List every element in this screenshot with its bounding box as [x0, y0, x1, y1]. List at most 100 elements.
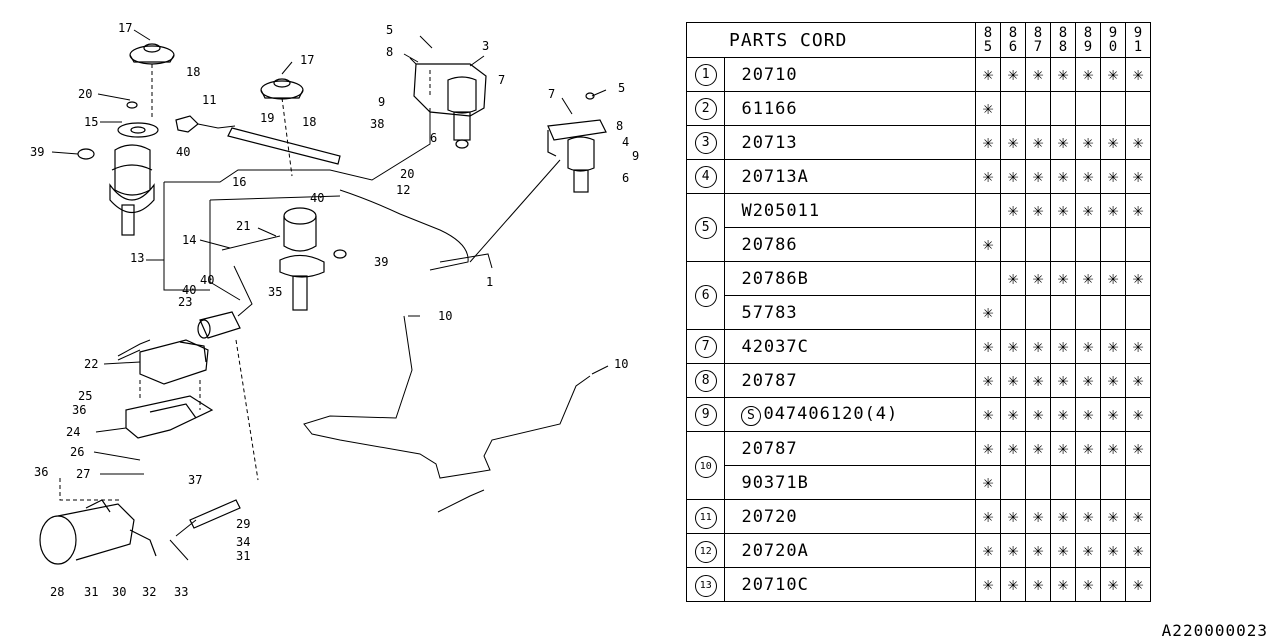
- callout: 27: [76, 467, 90, 481]
- applicability-mark-cell: ✳: [1100, 431, 1126, 466]
- applicability-mark: ✳: [1007, 166, 1019, 187]
- applicability-mark-cell: ✳: [1000, 329, 1026, 364]
- applicability-mark: ✳: [1057, 166, 1069, 187]
- ref-number-cell: 10: [685, 431, 726, 500]
- rear-pipe-10: [303, 315, 591, 513]
- applicability-mark-cell: ✳: [1125, 499, 1151, 534]
- applicability-mark: ✳: [1032, 166, 1044, 187]
- callout: 40: [200, 273, 214, 287]
- applicability-mark-cell: ✳: [1000, 261, 1026, 296]
- applicability-mark-cell: ✳: [1075, 125, 1101, 160]
- applicability-mark: ✳: [1057, 540, 1069, 561]
- applicability-mark: ✳: [982, 438, 994, 459]
- applicability-mark-cell: [1050, 91, 1076, 126]
- applicability-mark-cell: ✳: [1100, 499, 1126, 534]
- applicability-mark: ✳: [982, 574, 994, 595]
- part-code-cell: 20710C: [724, 567, 976, 602]
- applicability-mark-cell: ✳: [1050, 499, 1076, 534]
- applicability-mark-cell: ✳: [1000, 57, 1026, 92]
- callout: 36: [72, 403, 86, 417]
- applicability-mark-cell: [1125, 465, 1151, 500]
- applicability-mark-cell: ✳: [975, 329, 1001, 364]
- applicability-mark: ✳: [982, 506, 994, 527]
- part-code: 20720: [741, 506, 798, 527]
- applicability-mark-cell: ✳: [1100, 261, 1126, 296]
- applicability-mark-cell: ✳: [975, 499, 1001, 534]
- applicability-mark-cell: ✳: [1125, 193, 1151, 228]
- applicability-mark: ✳: [1132, 166, 1144, 187]
- ref-number: 4: [694, 166, 717, 188]
- callout: 9: [632, 149, 639, 163]
- applicability-mark-cell: ✳: [1100, 567, 1126, 602]
- applicability-mark-cell: ✳: [1125, 261, 1151, 296]
- rod-37: [175, 499, 241, 537]
- ref-number: 2: [694, 98, 717, 120]
- reference-code: A220000023: [1161, 621, 1268, 640]
- applicability-mark-cell: ✳: [975, 567, 1001, 602]
- applicability-mark-cell: ✳: [1100, 533, 1126, 568]
- callout: 18: [302, 115, 316, 129]
- applicability-mark-cell: ✳: [975, 227, 1001, 262]
- applicability-mark: ✳: [1082, 404, 1094, 425]
- applicability-mark: ✳: [1007, 506, 1019, 527]
- part-code: 20710C: [741, 574, 809, 595]
- applicability-mark-cell: [1025, 465, 1051, 500]
- applicability-mark: ✳: [1132, 132, 1144, 153]
- applicability-mark-cell: [1050, 295, 1076, 330]
- callout: 20: [400, 167, 414, 181]
- sensor-assembly-4: [547, 92, 607, 193]
- ref-number-cell: 13: [685, 567, 726, 602]
- callout: 17: [300, 53, 314, 67]
- applicability-mark-cell: ✳: [1100, 193, 1126, 228]
- callout: 10: [614, 357, 628, 371]
- applicability-mark: ✳: [1082, 506, 1094, 527]
- applicability-mark: ✳: [1032, 574, 1044, 595]
- parts-diagram: 17 20 18 11 15 39 40 17 19 18 38 5 8 3 7…: [30, 21, 639, 599]
- valve-assembly-22: [117, 339, 209, 385]
- applicability-mark-cell: [1050, 227, 1076, 262]
- ref-number: 13: [694, 574, 717, 597]
- applicability-mark-cell: ✳: [1000, 193, 1026, 228]
- callout: 16: [232, 175, 246, 189]
- ref-number: 7: [694, 336, 717, 358]
- applicability-mark-cell: ✳: [1050, 363, 1076, 398]
- applicability-mark-cell: [1075, 465, 1101, 500]
- callout: 6: [622, 171, 629, 185]
- applicability-mark-cell: ✳: [1075, 363, 1101, 398]
- applicability-mark-cell: [1075, 227, 1101, 262]
- applicability-mark-cell: [1025, 227, 1051, 262]
- callout: 12: [396, 183, 410, 197]
- callout: 28: [50, 585, 64, 599]
- applicability-mark-cell: ✳: [1025, 533, 1051, 568]
- applicability-mark: ✳: [1032, 438, 1044, 459]
- ref-number-cell: 7: [685, 329, 726, 364]
- applicability-mark-cell: ✳: [1125, 533, 1151, 568]
- applicability-mark: ✳: [1132, 404, 1144, 425]
- applicability-mark: ✳: [1107, 336, 1119, 357]
- part-code: 20786: [741, 234, 798, 255]
- applicability-mark: ✳: [1082, 132, 1094, 153]
- applicability-mark-cell: ✳: [1075, 397, 1101, 432]
- applicability-mark-cell: ✳: [975, 125, 1001, 160]
- applicability-mark: ✳: [982, 370, 994, 391]
- callout: 20: [78, 87, 92, 101]
- applicability-mark: ✳: [1057, 268, 1069, 289]
- callout: 33: [174, 585, 188, 599]
- part-code-cell: 90371B: [724, 465, 976, 500]
- part-code-cell: 20720: [724, 499, 976, 534]
- part-code-cell: 20713A: [724, 159, 976, 194]
- callout: 5: [386, 23, 393, 37]
- part-code: 20720A: [741, 540, 809, 561]
- applicability-mark: ✳: [1082, 370, 1094, 391]
- applicability-mark: ✳: [1032, 506, 1044, 527]
- callout: 1: [486, 275, 493, 289]
- applicability-mark-cell: [1000, 295, 1026, 330]
- applicability-mark-cell: ✳: [1075, 261, 1101, 296]
- applicability-mark-cell: ✳: [1000, 567, 1026, 602]
- callout: 22: [84, 357, 98, 371]
- applicability-mark-cell: ✳: [975, 533, 1001, 568]
- applicability-mark: ✳: [1007, 268, 1019, 289]
